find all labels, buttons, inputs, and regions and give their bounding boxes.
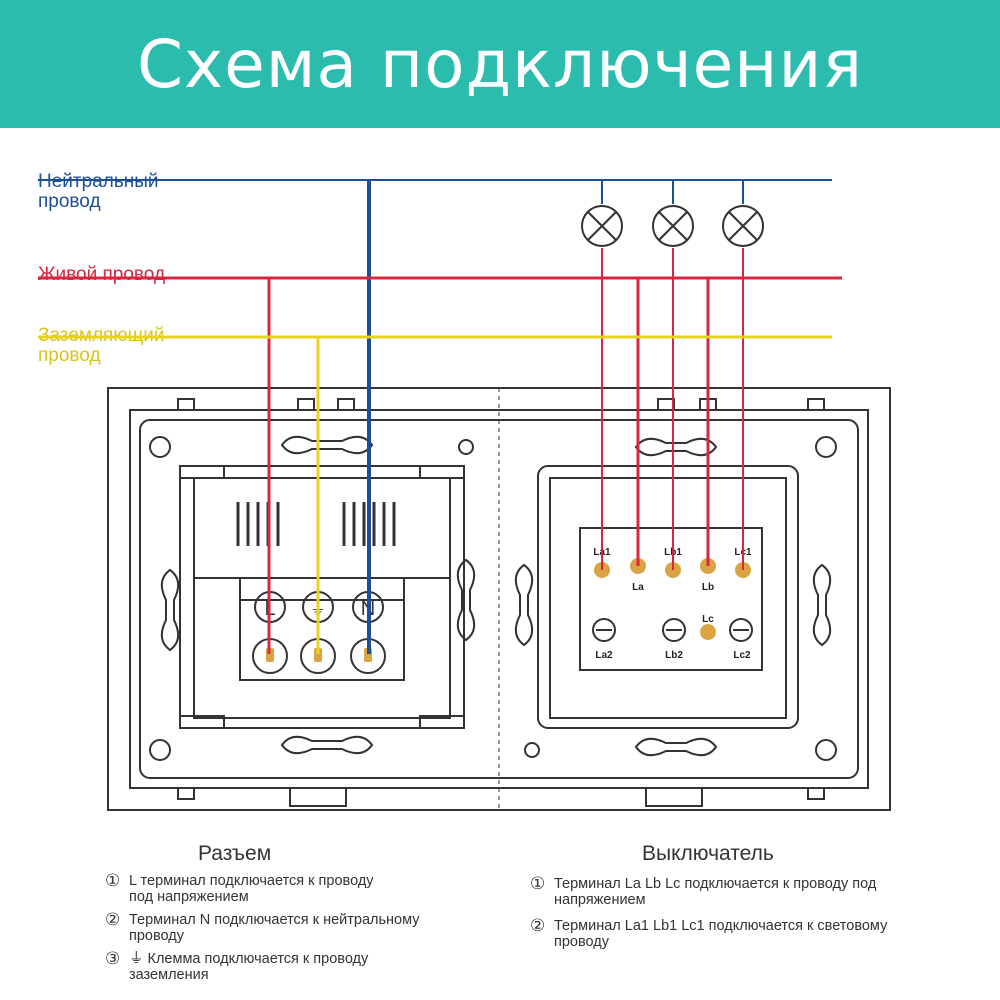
switch-note-2: ② Терминал La1 Lb1 Lc1 подключается к св… <box>530 916 888 950</box>
socket-section-title: Разъем <box>198 842 272 865</box>
svg-text:La: La <box>632 582 644 593</box>
panel-frame <box>107 387 891 811</box>
socket-note-2: ② Терминал N подключается к нейтральному… <box>105 910 420 944</box>
socket-module <box>179 465 465 729</box>
neutral-wire <box>38 179 832 654</box>
svg-text:Lc2: Lc2 <box>733 650 751 661</box>
socket-vent-right <box>342 502 396 546</box>
ground-wire <box>38 335 832 654</box>
lamp-icon <box>652 205 694 247</box>
switch-section-title: Выключатель <box>642 842 774 865</box>
socket-vent-left <box>236 502 280 546</box>
header-banner: Схема подключения <box>0 0 1000 128</box>
switch-module <box>537 465 799 729</box>
switch-terminal-screws <box>594 558 751 640</box>
page-title: Схема подключения <box>136 25 864 103</box>
switch-note-1: ① Терминал La Lb Lc подключается к прово… <box>530 874 877 908</box>
svg-text:Lb: Lb <box>702 582 714 593</box>
live-wire <box>38 248 842 654</box>
lamp-icon <box>581 205 623 247</box>
socket-note-3: ③ ⏚ Клемма подключается к проводу заземл… <box>105 949 369 983</box>
svg-text:La2: La2 <box>595 650 613 661</box>
socket-note-1: ① L терминал подключается к проводу под … <box>105 871 374 905</box>
svg-text:Lc: Lc <box>702 614 714 625</box>
lamp-icon <box>722 205 764 247</box>
svg-text:Lb2: Lb2 <box>665 650 683 661</box>
neutral-wire-label: Нейтральный провод <box>38 171 159 212</box>
